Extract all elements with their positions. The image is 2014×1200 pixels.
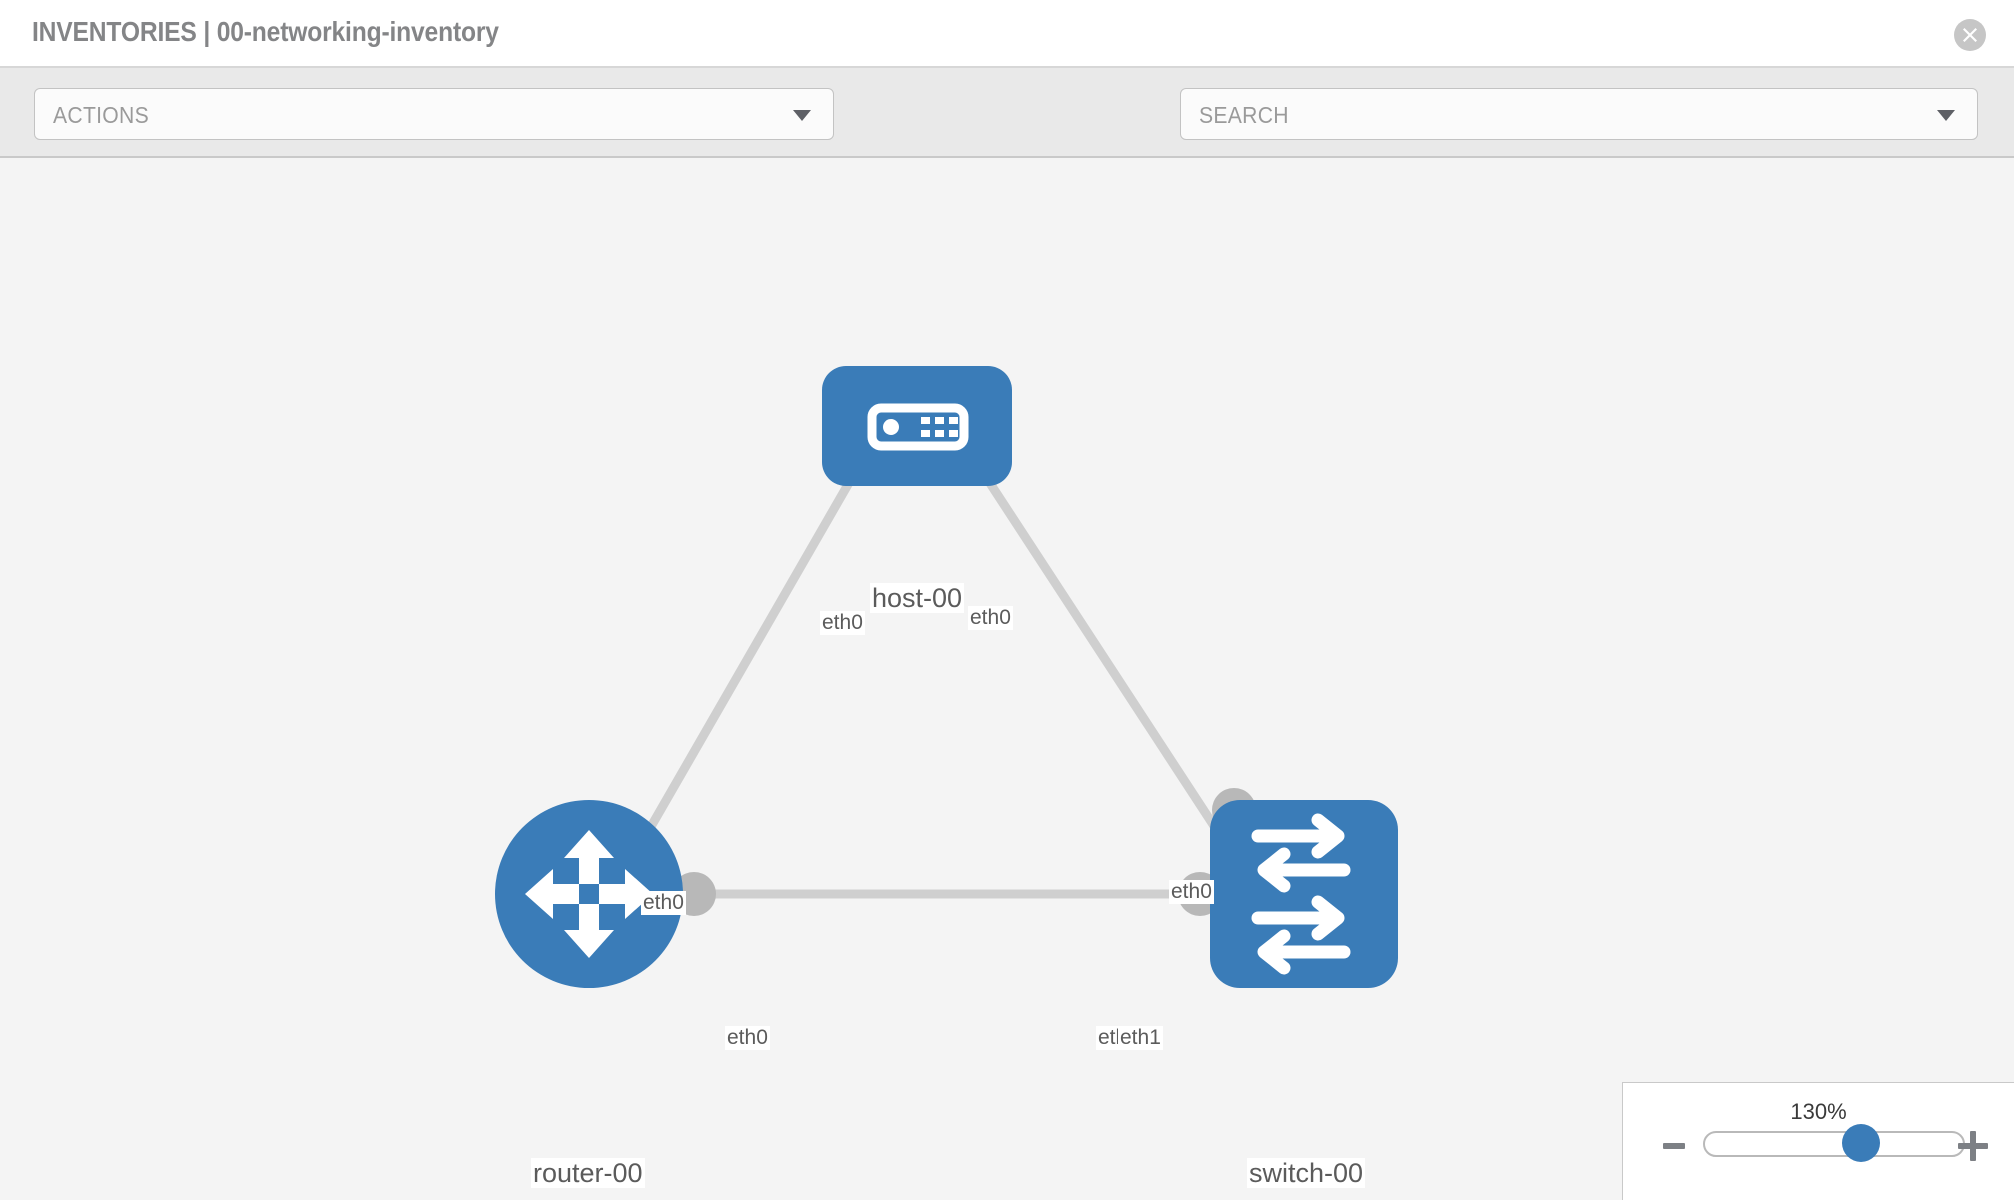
zoom-slider-track[interactable] (1703, 1131, 1965, 1157)
server-icon (867, 403, 969, 451)
actions-dropdown[interactable]: ACTIONS (34, 88, 834, 140)
chevron-down-icon[interactable] (1937, 110, 1955, 121)
iface-label: eth0 (641, 891, 686, 915)
topology-edges (622, 419, 1252, 899)
zoom-in-button[interactable] (1958, 1131, 1988, 1161)
router-arrows-icon (525, 830, 653, 958)
topology-canvas[interactable]: host-00 router-00 switch-00 eth0 eth0 et… (0, 158, 2014, 1200)
chevron-down-icon (793, 110, 811, 121)
node-label-switch-00: switch-00 (1247, 1158, 1366, 1188)
zoom-control: 130% (1622, 1082, 2014, 1200)
iface-label: eth0 (725, 1026, 770, 1050)
edge-host-switch (946, 419, 1252, 881)
search-input[interactable]: SEARCH (1180, 88, 1978, 140)
close-icon[interactable] (1954, 19, 1986, 51)
zoom-percent-label: 130% (1790, 1099, 1847, 1124)
switch-arrows-icon (1251, 813, 1351, 975)
edge-host-router (622, 419, 888, 873)
topology-connectors (672, 436, 1256, 916)
page-title: INVENTORIES | 00-networking-inventory (32, 16, 499, 47)
search-placeholder: SEARCH (1199, 102, 1289, 128)
node-router-00 (495, 800, 683, 988)
zoom-out-button[interactable] (1663, 1143, 1685, 1149)
node-switch-00 (1210, 800, 1398, 988)
iface-label: eth0 (1169, 880, 1214, 904)
node-label-host-00: host-00 (870, 583, 965, 613)
toolbar: ACTIONS SEARCH (0, 68, 2014, 200)
iface-label: eth1 (1118, 1026, 1163, 1050)
actions-dropdown-label: ACTIONS (53, 102, 149, 128)
node-host-00 (822, 366, 1012, 486)
page-header: INVENTORIES | 00-networking-inventory (0, 0, 2014, 68)
zoom-slider-thumb[interactable] (1841, 1124, 1880, 1162)
iface-label: eth0 (820, 611, 865, 635)
iface-label: eth0 (968, 606, 1013, 630)
node-label-router-00: router-00 (531, 1158, 645, 1188)
